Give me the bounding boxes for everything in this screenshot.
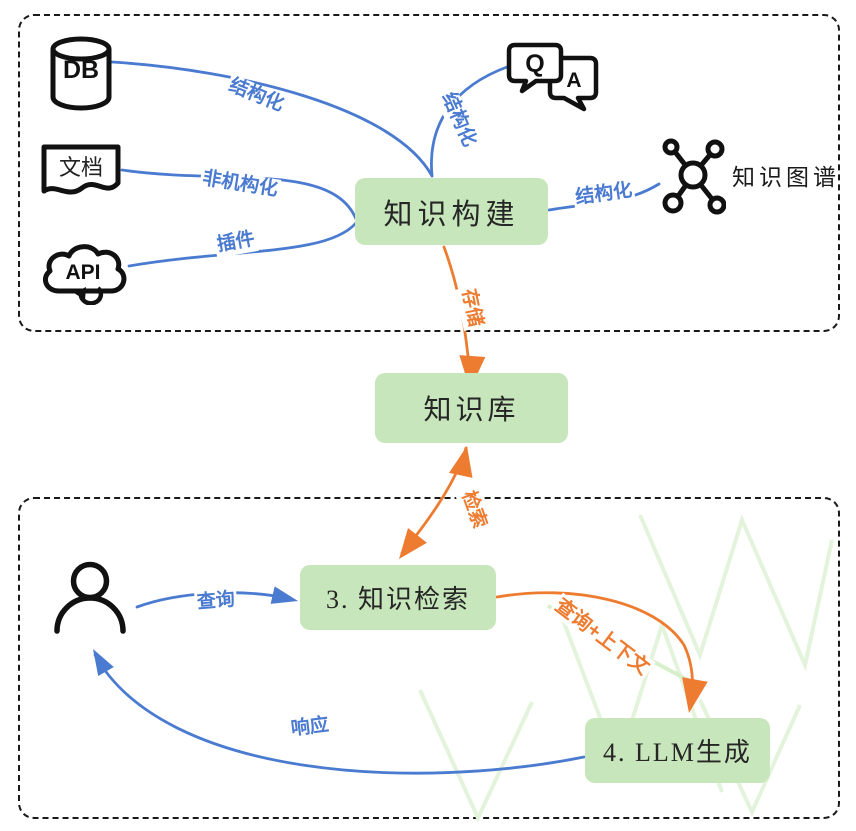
api-cloud-icon-label: API: [65, 261, 100, 284]
database-icon: DB: [50, 36, 112, 111]
arrowhead-retrieve-up: [449, 446, 473, 478]
edge-label-query: 查询: [194, 588, 238, 616]
edge-response: [93, 653, 586, 775]
node-llm-generation: 4. LLM生成: [585, 718, 770, 783]
document-icon: 文档: [41, 144, 121, 195]
node-knowledge-build: 知识构建: [355, 178, 548, 245]
watermark-zigzag: [418, 689, 534, 823]
edge-api-to-build: [127, 221, 358, 268]
arrowhead-query-context: [682, 677, 708, 713]
document-icon-label: 文档: [59, 155, 103, 180]
arrowhead-retrieve-down: [399, 527, 427, 559]
edge-query-context: [495, 591, 694, 710]
edge-db-to-build: [110, 60, 434, 178]
knowledge-construction-section-frame: [18, 14, 840, 332]
user-icon: [54, 561, 126, 634]
qa-chat-icon: Q A: [506, 42, 599, 112]
watermark-zigzag: [638, 514, 834, 672]
retrieval-generation-section-frame: [18, 497, 840, 819]
database-icon-label: DB: [63, 56, 99, 84]
knowledge-graph-label: 知识图谱: [732, 165, 840, 190]
watermark-zigzag: [558, 611, 724, 793]
knowledge-graph-icon: [662, 138, 726, 215]
node-knowledge-retrieval: 3. 知识检索: [300, 565, 496, 630]
arrowhead-query: [270, 586, 298, 604]
qa-icon-a-letter: A: [566, 69, 581, 92]
arrowhead-store: [459, 355, 486, 390]
qa-icon-q-letter: Q: [525, 50, 544, 78]
node-knowledge-base: 知识库: [375, 373, 568, 443]
api-cloud-icon: API: [42, 244, 127, 305]
arrowhead-response: [93, 649, 114, 677]
